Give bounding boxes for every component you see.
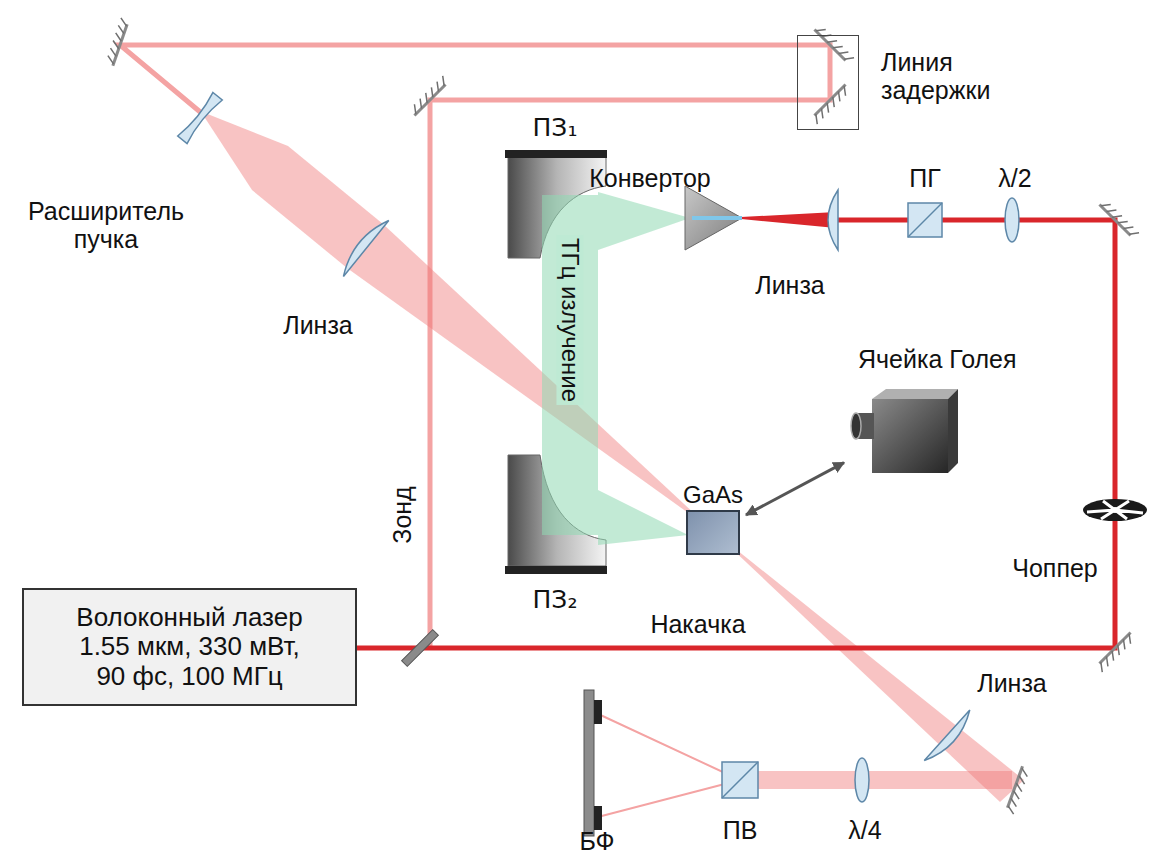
polygon-shape (712, 530, 1024, 802)
path-shape (336, 215, 388, 277)
node-title: GaAs (683, 482, 743, 509)
node-title: Линия задержки (881, 48, 1031, 104)
rect-shape (722, 762, 758, 798)
part-label: ПВ (723, 816, 758, 844)
use-shape (1097, 632, 1137, 672)
part-label: ПЗ₂ (533, 586, 578, 614)
parabolic-mirrors (505, 150, 607, 574)
node-title: Ячейка Голея (858, 345, 1017, 373)
rect-shape (872, 399, 948, 473)
line-shape (692, 216, 742, 220)
ellipse-shape (851, 413, 861, 439)
gaas-crystal: GaAs (686, 510, 740, 555)
use-shape (814, 24, 854, 64)
part-label: ПГ (909, 164, 941, 192)
ellipse-shape (1083, 499, 1147, 521)
path-shape (594, 712, 740, 818)
laser-spec: Волоконный лазер 1.55 мкм, 330 мВт, 90 ф… (40, 603, 340, 690)
part-label: Чоппер (1012, 554, 1097, 582)
rect-shape (505, 566, 607, 574)
polygon-shape (598, 490, 688, 545)
golay-cell: Ячейка Голея (850, 385, 960, 475)
part-label: Конвертор (589, 164, 711, 192)
part-label: Расширитель пучка (19, 197, 194, 253)
part-label: ТГц излучение (557, 235, 584, 405)
path-shape (178, 92, 223, 143)
laser-box: Волоконный лазер 1.55 мкм, 330 мВт, 90 ф… (22, 588, 357, 706)
rect-shape (584, 690, 594, 836)
thz-beam (542, 192, 690, 545)
part-label: λ/4 (848, 816, 881, 844)
circle-shape (1112, 507, 1118, 513)
rect-shape (594, 806, 602, 830)
ellipse-shape (855, 758, 869, 802)
part-label: λ/2 (998, 164, 1031, 192)
detector (584, 690, 602, 836)
polygon-shape (741, 212, 836, 228)
polyline-shape (357, 220, 1115, 648)
rect-shape (908, 203, 942, 237)
part-label: Линза (283, 311, 353, 339)
polygon-shape (685, 186, 742, 250)
polygon-shape (948, 389, 958, 473)
part-label: Линза (755, 271, 825, 299)
rect-shape (594, 700, 602, 724)
use-shape (1099, 199, 1139, 239)
polygon-shape (205, 113, 712, 530)
part-label: ПЗ₁ (533, 114, 578, 142)
use-shape (1006, 766, 1030, 814)
rect-shape (542, 195, 598, 535)
rect-shape (505, 150, 607, 158)
polygon-shape (872, 389, 958, 399)
use-shape (812, 84, 852, 124)
rect-shape (402, 630, 439, 667)
part-label: Зонд (388, 486, 416, 543)
use-shape (409, 76, 449, 116)
ellipse-shape (1005, 198, 1019, 242)
part-label: Линза (977, 669, 1047, 697)
line-shape (908, 203, 942, 237)
chopper (1083, 499, 1147, 521)
converter (685, 186, 742, 250)
path-shape (828, 190, 838, 250)
line-shape (722, 762, 758, 798)
polyline-shape (120, 45, 830, 648)
part-label: Накачка (650, 610, 745, 638)
polygon-shape (598, 192, 690, 250)
path-shape (1087, 501, 1143, 519)
path-shape (924, 710, 976, 767)
part-label: БФ (579, 827, 614, 855)
delay-line: Линия задержки (797, 35, 859, 130)
use-shape (105, 18, 128, 66)
double-arrow (746, 463, 844, 515)
golay-cell-icon (850, 385, 960, 475)
rect-shape (740, 771, 1012, 789)
